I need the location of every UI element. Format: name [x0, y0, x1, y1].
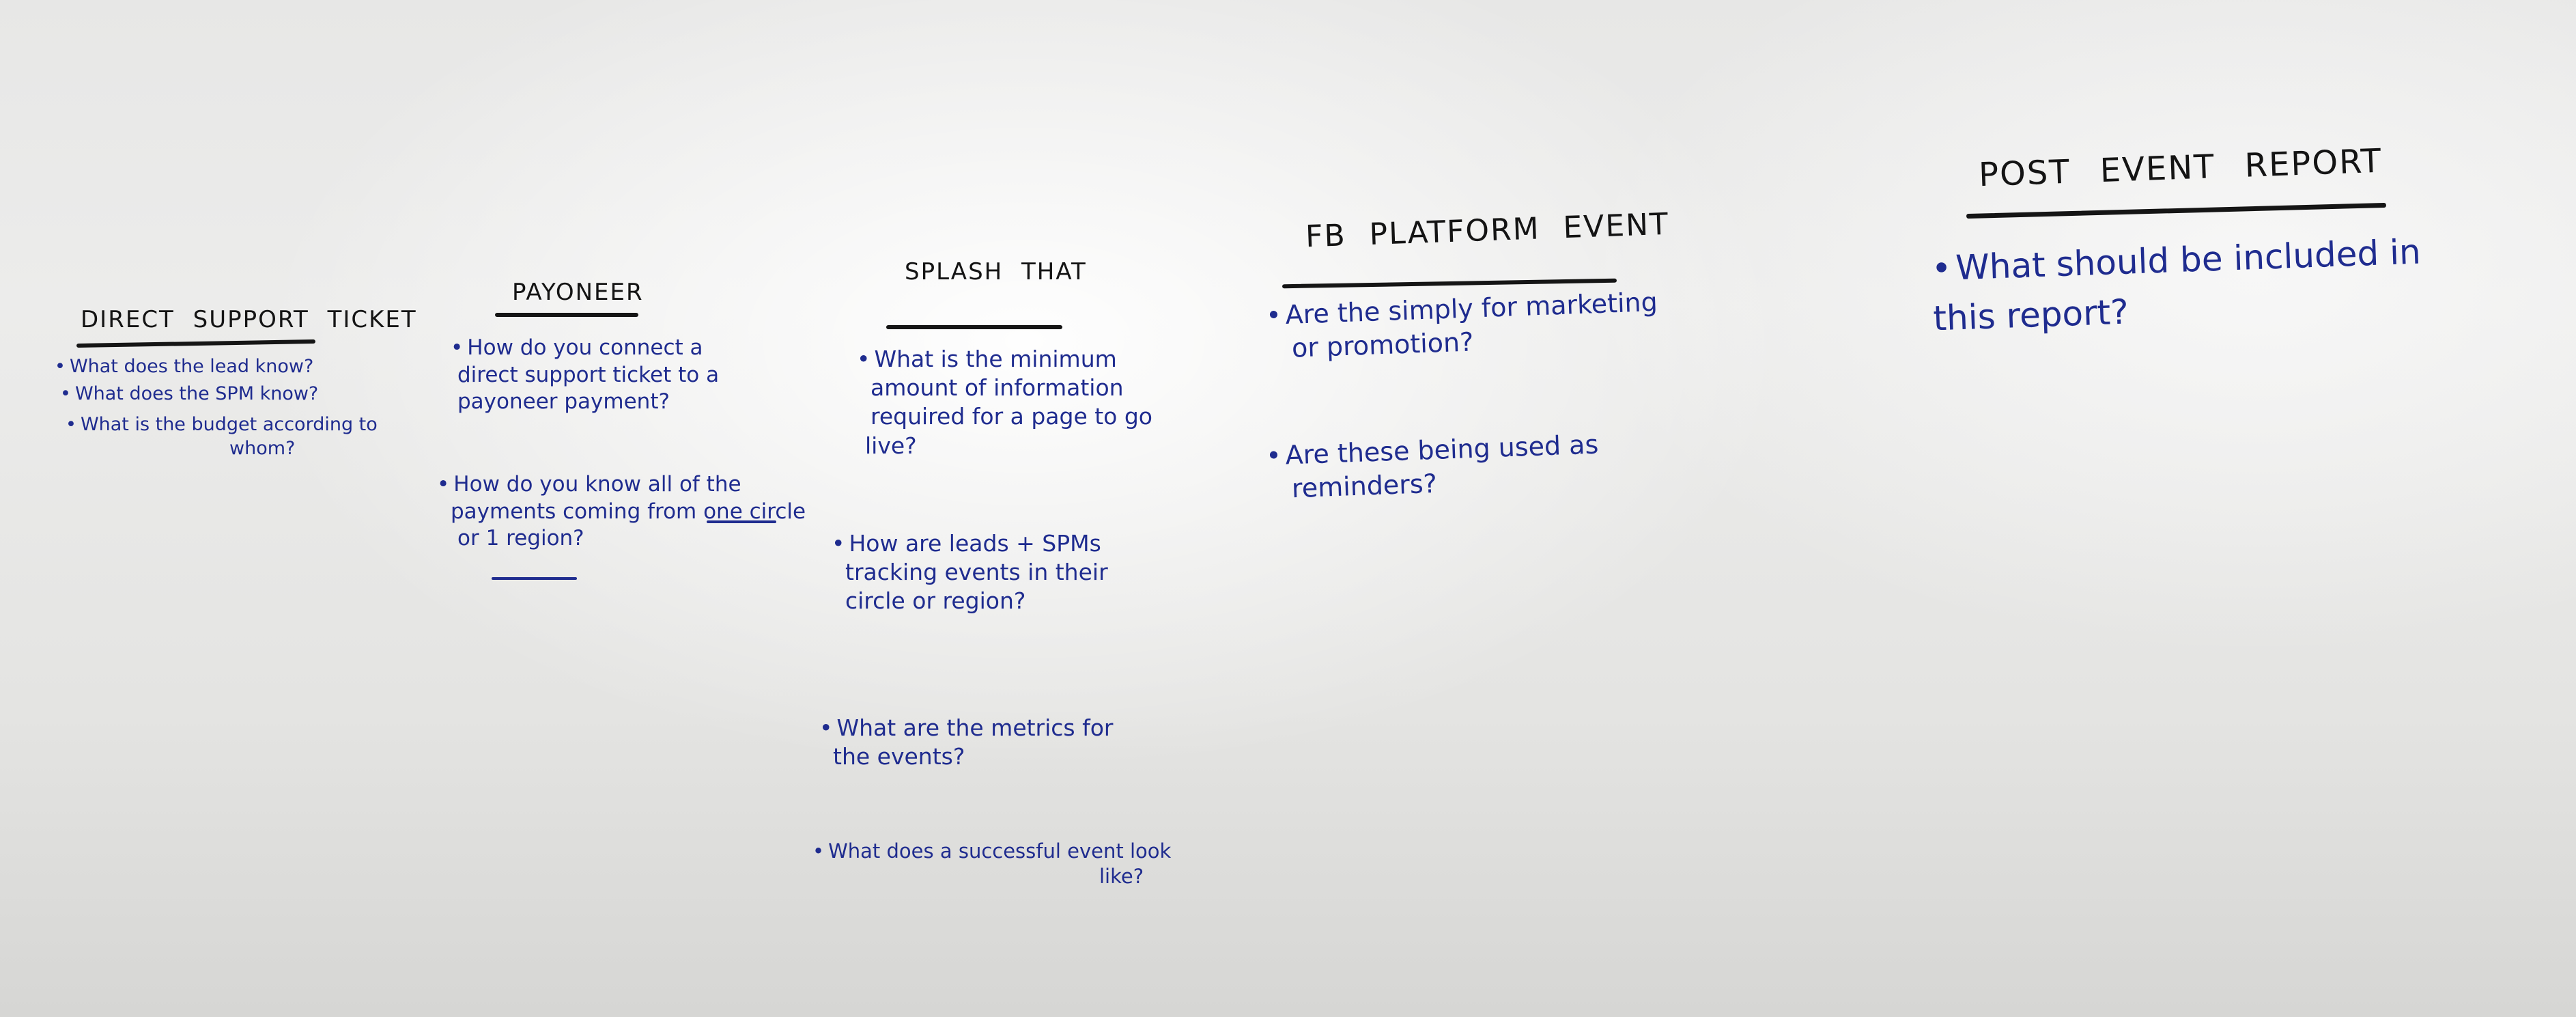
- bullet: •: [451, 335, 464, 360]
- note-marketing: •Are the simply for marketing or promoti…: [1265, 285, 1659, 365]
- note-line: •How do you connect a: [451, 335, 719, 362]
- note-line: •What is the minimum: [857, 345, 1152, 374]
- note-reminders: •Are these being used as reminders?: [1265, 428, 1600, 506]
- note-text: How do you connect a: [467, 335, 703, 360]
- note-minimum-info: •What is the minimum amount of informati…: [857, 345, 1152, 460]
- underline-circle: [707, 520, 776, 523]
- note-metrics: •What are the metrics for the events?: [819, 714, 1114, 771]
- note-line: like?: [1099, 865, 1144, 889]
- note-spm-knowledge: •What does the SPM know?: [60, 382, 318, 406]
- note-line: live?: [865, 432, 917, 459]
- note-line: What does the SPM know?: [74, 383, 319, 404]
- note-line: required for a page to go: [871, 403, 1152, 430]
- note-line: the events?: [833, 743, 965, 770]
- note-line: •What are the metrics for: [819, 714, 1114, 742]
- note-text: How do you know all of the: [453, 472, 741, 497]
- note-text: What is the budget according to: [80, 414, 378, 435]
- underline-region: [492, 577, 577, 580]
- heading-underline: [76, 339, 316, 348]
- note-leads-tracking: •How are leads + SPMs tracking events in…: [832, 529, 1108, 616]
- bullet: •: [437, 472, 450, 497]
- bullet: •: [832, 530, 845, 557]
- note-line: payments coming from one circle: [451, 499, 806, 524]
- bullet: •: [55, 356, 66, 377]
- heading-fb-platform-event: FB PLATFORM EVENT: [1305, 206, 1670, 255]
- note-connect-ticket: •How do you connect a direct support tic…: [451, 335, 719, 416]
- note-report-contents: •What should be included in this report?: [1931, 227, 2424, 344]
- heading-post-event-report: POST EVENT REPORT: [1978, 141, 2383, 195]
- note-text: What are the metrics for: [836, 714, 1114, 741]
- heading-splash-that: SPLASH THAT: [905, 258, 1087, 285]
- heading-underline: [886, 325, 1062, 329]
- note-line: amount of information: [871, 374, 1124, 402]
- note-text: What is the minimum: [874, 346, 1117, 372]
- bullet: •: [60, 383, 71, 404]
- note-lead-knowledge: •What does the lead know?: [55, 355, 313, 379]
- note-line: direct support ticket to a: [457, 362, 720, 387]
- note-payments-region: •How do you know all of the payments com…: [437, 471, 806, 553]
- bullet: •: [1265, 440, 1282, 471]
- note-text: How are leads + SPMs: [849, 530, 1101, 557]
- note-line: payoneer payment?: [457, 389, 670, 415]
- bullet: •: [812, 839, 825, 863]
- note-line: •How are leads + SPMs: [832, 529, 1108, 558]
- heading-underline: [1966, 202, 2386, 219]
- heading-underline: [495, 313, 638, 317]
- bullet: •: [1930, 248, 1953, 289]
- note-line: •How do you know all of the: [437, 471, 806, 499]
- note-line: tracking events in their: [845, 559, 1108, 586]
- heading-payoneer: PAYONEER: [512, 279, 644, 306]
- note-line: What does the lead know?: [69, 356, 314, 377]
- bullet: •: [819, 714, 833, 741]
- note-successful-event: •What does a successful event look like?: [812, 839, 1171, 889]
- note-line: or 1 region?: [457, 526, 584, 551]
- note-text: What does a successful event look: [828, 839, 1172, 863]
- note-line: •What does a successful event look: [812, 839, 1171, 864]
- note-line: whom?: [229, 437, 296, 459]
- note-line: circle or region?: [845, 587, 1026, 615]
- bullet: •: [1265, 300, 1282, 331]
- heading-direct-support-ticket: DIRECT SUPPORT TICKET: [81, 306, 417, 333]
- bullet: •: [66, 414, 76, 435]
- note-budget: •What is the budget according to whom?: [66, 413, 378, 460]
- note-line: •What is the budget according to: [66, 413, 378, 437]
- bullet: •: [857, 346, 871, 372]
- heading-underline: [1282, 278, 1617, 289]
